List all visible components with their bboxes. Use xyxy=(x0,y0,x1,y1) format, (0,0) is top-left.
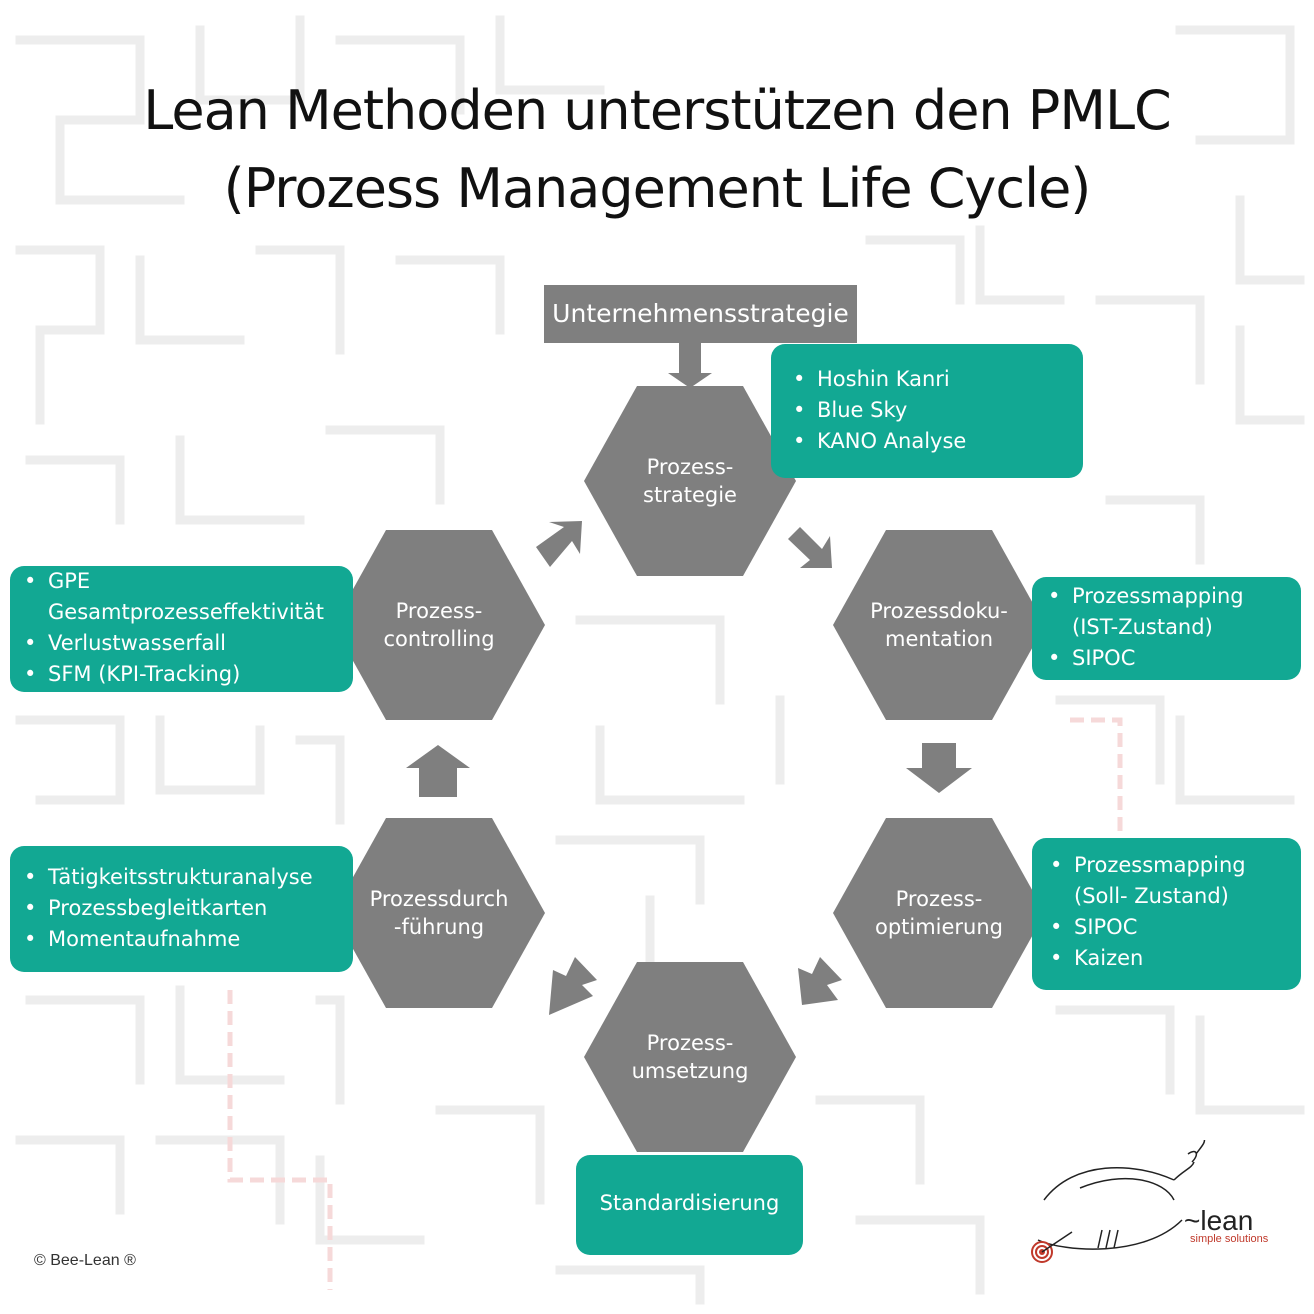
bee-lean-logo: ~lean simple solutions xyxy=(1031,1140,1269,1263)
method-item: GPE Gesamtprozesseffektivität xyxy=(18,566,347,628)
hexagon-label: Prozess- xyxy=(395,599,483,623)
method-item: KANO Analyse xyxy=(787,426,1073,457)
method-item: Momentaufnahme xyxy=(18,924,347,955)
company-strategy-box: Unternehmensstrategie xyxy=(544,285,857,343)
method-item: Standardisierung xyxy=(599,1191,780,1215)
methods-optimierung-box: Prozessmapping (Soll- Zustand) SIPOC Kai… xyxy=(1032,838,1301,990)
method-item: SIPOC xyxy=(1042,643,1293,674)
hexagon-prozesscontrolling: Prozess- controlling xyxy=(333,530,545,720)
page-title: Lean Methoden unterstützen den PMLC (Pro… xyxy=(0,72,1314,228)
logo-word: ~lean xyxy=(1184,1205,1253,1236)
method-item: Blue Sky xyxy=(787,395,1073,426)
method-item: SFM (KPI-Tracking) xyxy=(18,659,347,690)
method-item: SIPOC xyxy=(1044,912,1293,943)
hexagon-label: mentation xyxy=(884,627,993,651)
hexagon-label: Prozess- xyxy=(646,1031,734,1055)
hexagon-prozessdurchfuehrung: Prozessdurch -führung xyxy=(333,818,545,1008)
method-item: Hoshin Kanri xyxy=(787,364,1073,395)
hexagon-label: -führung xyxy=(393,915,485,939)
hexagon-label: umsetzung xyxy=(631,1059,749,1083)
logo-tagline: simple solutions xyxy=(1190,1233,1269,1245)
method-item: Verlustwasserfall xyxy=(18,628,347,659)
hexagon-label: strategie xyxy=(643,483,737,507)
hexagon-label: controlling xyxy=(383,627,495,651)
methods-controlling-box: GPE Gesamtprozesseffektivität Verlustwas… xyxy=(10,566,353,692)
method-item: Prozessmapping (IST-Zustand) xyxy=(1042,581,1293,643)
hexagon-label: Prozessdurch xyxy=(369,887,509,911)
hexagon-label: Prozessdoku- xyxy=(870,599,1008,623)
method-item: Kaizen xyxy=(1044,943,1293,974)
title-line-1: Lean Methoden unterstützen den PMLC xyxy=(143,79,1172,142)
method-item: Prozessbegleitkarten xyxy=(18,893,347,924)
hexagon-label: optimierung xyxy=(874,915,1004,939)
cycle-arrow-icon xyxy=(406,521,972,1015)
methods-durchfuehrung-box: Tätigkeitsstrukturanalyse Prozessbegleit… xyxy=(10,846,353,972)
copyright-notice: © Bee-Lean ® xyxy=(34,1252,136,1269)
methods-strategie-box: Hoshin Kanri Blue Sky KANO Analyse xyxy=(771,344,1083,478)
title-line-2: (Prozess Management Life Cycle) xyxy=(223,157,1092,220)
hexagon-label: Prozess- xyxy=(646,455,734,479)
down-arrow-icon xyxy=(668,343,712,388)
methods-umsetzung-box: Standardisierung xyxy=(576,1155,803,1255)
method-item: Tätigkeitsstrukturanalyse xyxy=(18,862,347,893)
hexagon-label: Prozess- xyxy=(895,887,983,911)
methods-dokumentation-box: Prozessmapping (IST-Zustand) SIPOC xyxy=(1032,577,1301,680)
method-item: Prozessmapping (Soll- Zustand) xyxy=(1044,850,1293,912)
